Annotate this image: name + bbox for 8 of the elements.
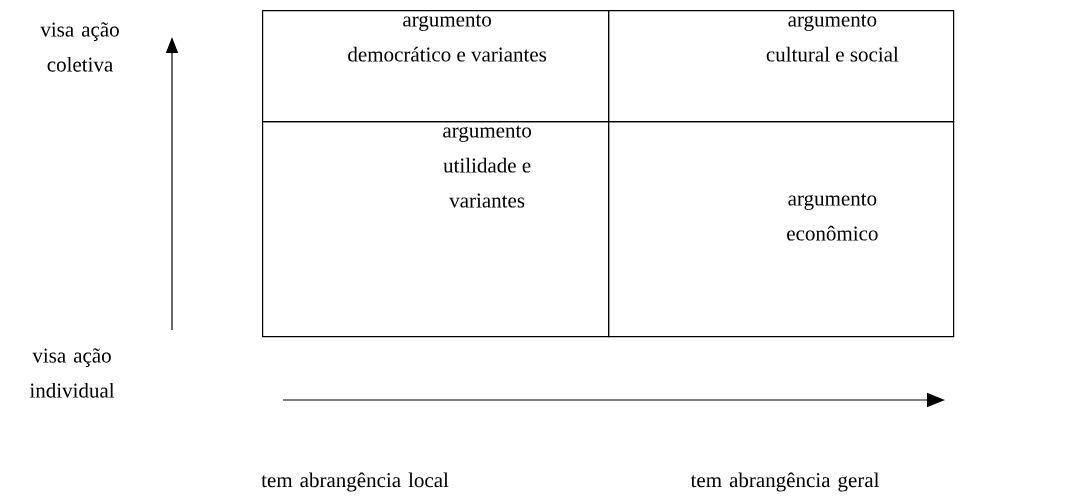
axis-label: visa ação coletiva — [40, 22, 119, 72]
axis-label: tem abrangência geral — [690, 472, 880, 492]
table-cell: argumento cultural e social — [608, 10, 955, 123]
axis-label: visa ação individual — [29, 348, 115, 398]
axis-label: tem abrangência local — [261, 472, 449, 492]
table-cell: argumento democrático e variantes — [262, 10, 610, 123]
table-cell: argumento econômico — [608, 121, 955, 338]
table-cell: argumento utilidade e variantes — [262, 121, 610, 338]
